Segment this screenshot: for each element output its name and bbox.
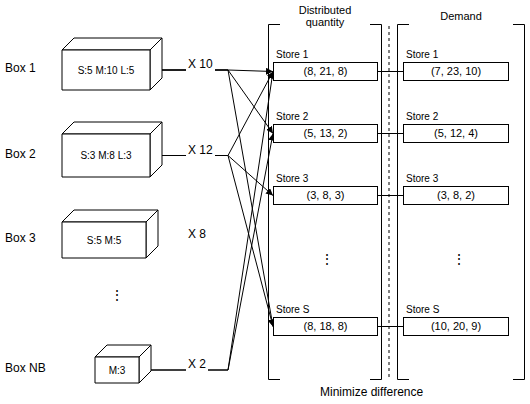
quantity-vector: (8, 18, 8) xyxy=(274,318,377,335)
carton-box: Box 1S:5 M:10 L:5 xyxy=(62,38,162,90)
box-contents: S:5 M:10 L:5 xyxy=(62,50,150,90)
store-box: Store 2(5, 13, 2) xyxy=(273,124,378,143)
box-face xyxy=(62,210,158,222)
ellipsis: ⋮ xyxy=(318,252,336,266)
box-face xyxy=(95,357,139,383)
box-face xyxy=(139,345,151,383)
store-name: Store 2 xyxy=(406,110,438,123)
quantity-vector: (8, 21, 8) xyxy=(274,63,377,80)
box-contents: S:5 M:5 xyxy=(62,222,146,258)
bracket-panel: DemandStore 1(7, 23, 10)Store 2(5, 12, 4… xyxy=(397,24,525,380)
store-box: Store 3(3, 8, 3) xyxy=(273,186,378,205)
panel-heading: Distributed quantity xyxy=(285,4,365,28)
store-box: Store 2(5, 12, 4) xyxy=(403,124,509,143)
multiplier: X 12 xyxy=(186,143,215,157)
dashed-divider xyxy=(389,26,390,378)
carton-box: Box NBM:3 xyxy=(95,345,151,383)
quantity-vector: (10, 20, 9) xyxy=(404,318,508,335)
store-box: Store 1(7, 23, 10) xyxy=(403,62,509,81)
store-name: Store 3 xyxy=(276,172,308,185)
quantity-vector: (3, 8, 2) xyxy=(404,187,508,204)
box-contents: S:3 M:8 L:3 xyxy=(62,134,150,177)
distribution-arrow xyxy=(162,72,273,156)
box-face xyxy=(62,122,162,134)
panel-heading: Demand xyxy=(437,10,485,22)
multiplier: X 2 xyxy=(186,357,208,371)
box-face xyxy=(62,134,150,177)
box-name: Box 3 xyxy=(5,232,36,245)
box-illustration xyxy=(62,210,158,258)
quantity-vector: (5, 13, 2) xyxy=(274,125,377,142)
bracket-panel: Distributed quantityStore 1(8, 21, 8)Sto… xyxy=(268,24,382,380)
multiplier: X 8 xyxy=(186,227,208,241)
quantity-vector: (5, 12, 4) xyxy=(404,125,508,142)
box-face xyxy=(146,210,158,258)
store-name: Store 3 xyxy=(406,172,438,185)
ellipsis: ⋮ xyxy=(450,252,468,266)
distribution-arrow xyxy=(151,72,273,371)
quantity-vector: (3, 8, 3) xyxy=(274,187,377,204)
ellipsis: ⋮ xyxy=(108,288,126,302)
store-box: Store 1(8, 21, 8) xyxy=(273,62,378,81)
objective-note: Minimize difference xyxy=(318,385,425,399)
box-illustration xyxy=(95,345,151,383)
box-contents: M:3 xyxy=(95,357,139,383)
box-face xyxy=(62,222,146,258)
box-face xyxy=(62,50,150,90)
box-illustration xyxy=(62,122,162,177)
box-name: Box 2 xyxy=(5,148,36,161)
store-name: Store S xyxy=(406,303,439,316)
distribution-arrow xyxy=(162,70,273,327)
store-name: Store 1 xyxy=(276,48,308,61)
box-face xyxy=(150,38,162,90)
carton-box: Box 2S:3 M:8 L:3 xyxy=(62,122,162,177)
store-box: Store 3(3, 8, 2) xyxy=(403,186,509,205)
store-box: Store S(8, 18, 8) xyxy=(273,317,378,336)
store-name: Store 1 xyxy=(406,48,438,61)
multiplier: X 10 xyxy=(186,57,215,71)
distribution-arrow xyxy=(162,156,273,196)
box-illustration xyxy=(62,38,162,90)
quantity-vector: (7, 23, 10) xyxy=(404,63,508,80)
box-face xyxy=(62,38,162,50)
store-name: Store 2 xyxy=(276,110,308,123)
distribution-arrow xyxy=(151,134,273,371)
box-name: Box NB xyxy=(5,362,46,375)
store-name: Store S xyxy=(276,303,309,316)
bracket-line xyxy=(513,25,525,380)
store-box: Store S(10, 20, 9) xyxy=(403,317,509,336)
carton-box: Box 3S:5 M:5 xyxy=(62,210,158,258)
box-name: Box 1 xyxy=(5,62,36,75)
box-face xyxy=(150,122,162,177)
